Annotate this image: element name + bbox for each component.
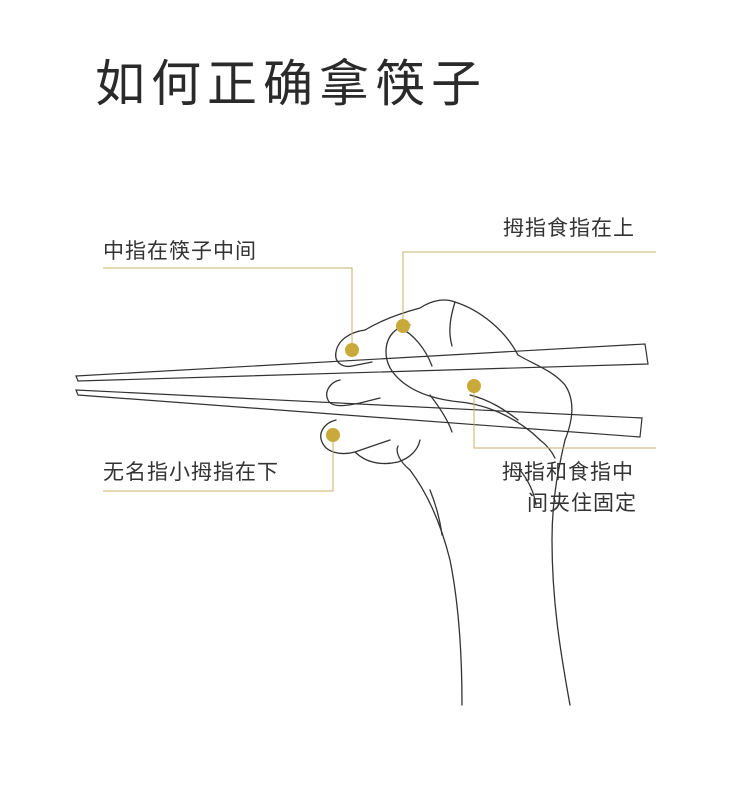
label-clamp-line1: 拇指和食指中	[502, 457, 634, 487]
leader-middle-finger	[103, 268, 352, 350]
label-middle-finger: 中指在筷子中间	[103, 236, 257, 266]
chopsticks	[76, 344, 648, 437]
lower-chopstick	[76, 390, 642, 437]
dot-middle-finger	[345, 343, 359, 357]
label-clamp-line2: 间夹住固定	[527, 488, 637, 518]
dot-ring-pinky	[326, 428, 340, 442]
upper-chopstick	[76, 344, 648, 381]
dot-thumb-index-top	[396, 319, 410, 333]
label-ring-pinky-bottom: 无名指小拇指在下	[103, 457, 279, 487]
dot-clamp	[467, 379, 481, 393]
leader-thumb-index-top	[403, 252, 656, 326]
label-thumb-index-top: 拇指食指在上	[503, 213, 635, 243]
